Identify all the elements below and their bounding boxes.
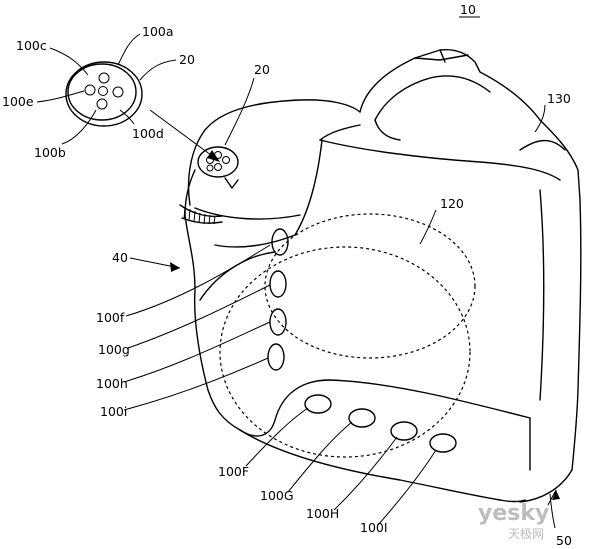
bottom-buttons: [304, 394, 457, 453]
label-20-camera: 20: [254, 62, 270, 77]
figure-number: 10: [460, 2, 476, 17]
label-100H: 100H: [306, 506, 339, 521]
dashed-region-lower: [219, 246, 471, 458]
label-40: 40: [112, 250, 128, 265]
selector-dial-enlarged: [65, 61, 143, 127]
watermark-sub: 天极网: [508, 527, 544, 541]
command-dial: [179, 204, 223, 225]
label-100d: 100d: [132, 126, 164, 141]
dashed-region-120: [264, 213, 476, 359]
label-20-enlarged: 20: [179, 52, 195, 67]
label-100F: 100F: [218, 464, 249, 479]
leader-lines: [36, 33, 560, 529]
label-120: 120: [440, 196, 464, 211]
label-100a: 100a: [142, 24, 174, 39]
label-100h: 100h: [96, 376, 128, 391]
label-100g: 100g: [98, 342, 130, 357]
label-100e: 100e: [2, 94, 34, 109]
camera-body: [149, 48, 582, 503]
label-100b: 100b: [34, 145, 66, 160]
selector-dial-on-camera: [197, 146, 239, 189]
label-50: 50: [556, 533, 572, 548]
label-100G: 100G: [260, 488, 294, 503]
label-130: 130: [547, 91, 571, 106]
label-100c: 100c: [16, 38, 47, 53]
label-100i: 100i: [100, 404, 127, 419]
label-100I: 100I: [360, 520, 388, 535]
side-buttons: [267, 228, 289, 371]
watermark-brand: yesky: [478, 501, 549, 526]
label-100f: 100f: [96, 310, 125, 325]
